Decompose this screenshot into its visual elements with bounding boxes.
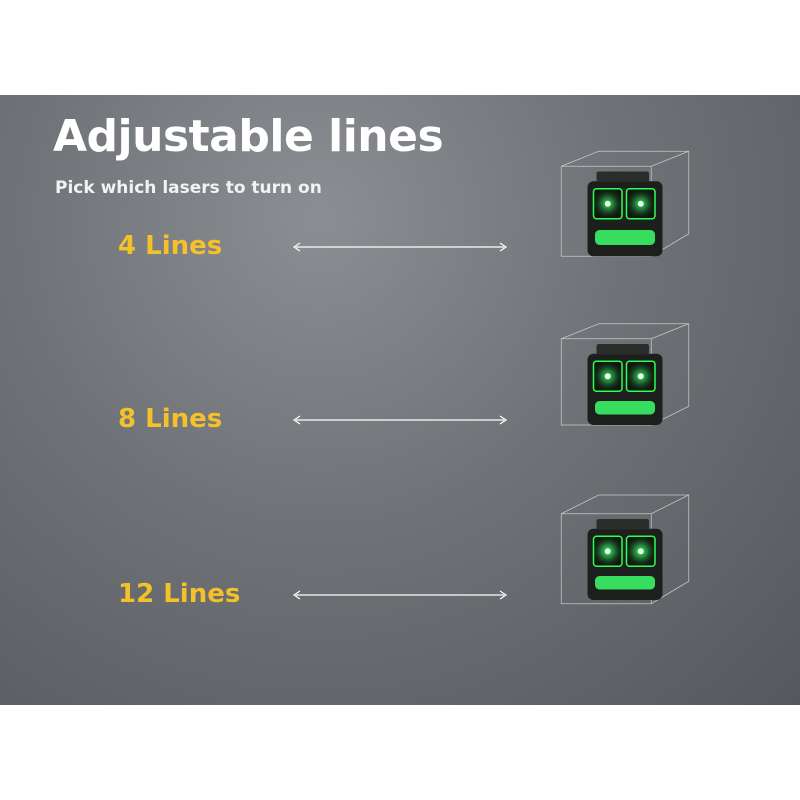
option-row-4-lines: 4 Lines: [0, 217, 800, 277]
option-label: 4 Lines: [118, 231, 223, 261]
laser-level-8-lines-image: [560, 260, 690, 440]
hero-banner: Adjustable lines Pick which lasers to tu…: [0, 95, 800, 705]
page-title: Adjustable lines: [53, 111, 444, 162]
option-label: 12 Lines: [118, 579, 241, 609]
double-arrow-icon: [292, 242, 508, 252]
option-row-8-lines: 8 Lines: [0, 390, 800, 450]
laser-level-4-lines-image: [560, 95, 690, 275]
page-subtitle: Pick which lasers to turn on: [55, 178, 322, 198]
laser-level-12-lines-image: [560, 480, 690, 615]
double-arrow-icon: [292, 415, 508, 425]
double-arrow-icon: [292, 590, 508, 600]
option-row-12-lines: 12 Lines: [0, 565, 800, 625]
option-label: 8 Lines: [118, 404, 223, 434]
